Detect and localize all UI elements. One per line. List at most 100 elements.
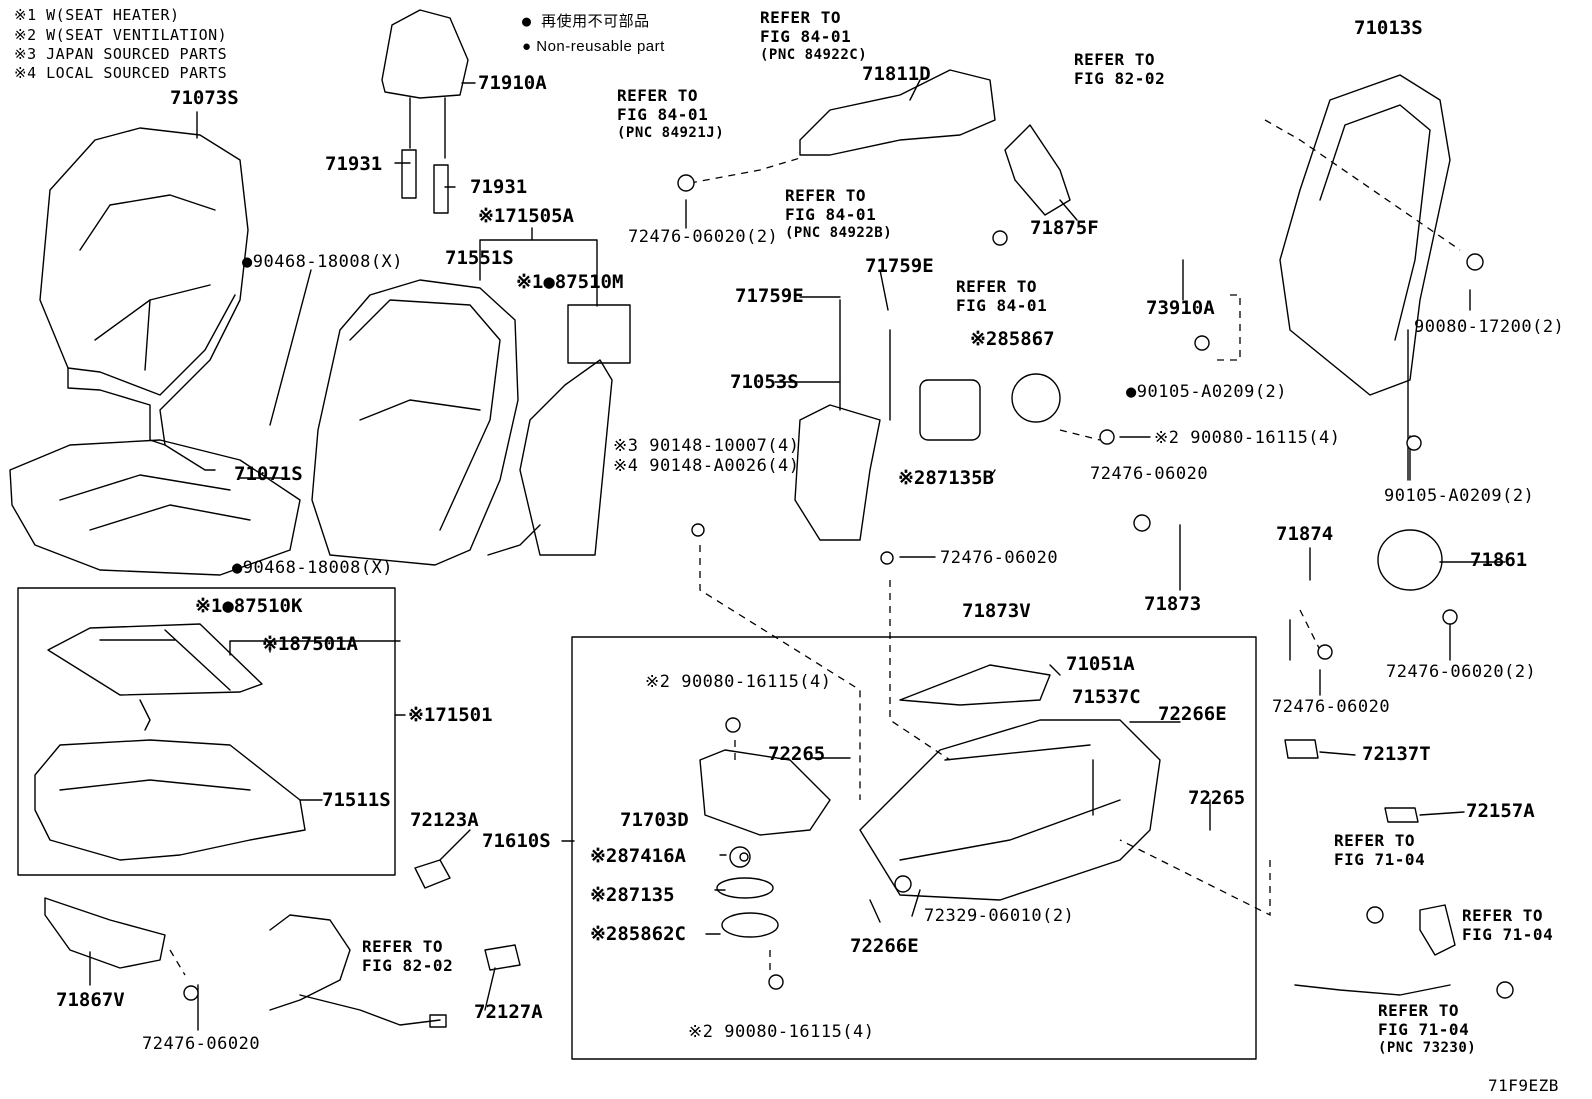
refer-pnc: (PNC 73230) [1378, 1040, 1477, 1056]
part-71053S[interactable]: 71053S [730, 371, 799, 393]
part-90148-b[interactable]: ※4 90148-A0026(4) [613, 456, 800, 476]
refer-line2: FIG 71-04 [1378, 1020, 1470, 1039]
note-4: ※4 LOCAL SOURCED PARTS [14, 64, 228, 82]
refer-line1: REFER TO [1074, 50, 1156, 69]
seat-spring-part [794, 299, 891, 541]
part-71013S[interactable]: 71013S [1354, 17, 1423, 39]
part-72476-06020-2b[interactable]: 72476-06020(2) [1386, 662, 1537, 682]
part-71505A[interactable]: ※171505A [478, 205, 574, 227]
part-90105-a[interactable]: ●90105-A0209(2) [1126, 382, 1288, 402]
clip-72127a [484, 944, 521, 971]
part-90080-16115-b2[interactable]: ※2 90080-16115(4) [688, 1022, 875, 1042]
refer-line1: REFER TO [1462, 906, 1544, 925]
side-cover-part [799, 69, 996, 156]
part-72476-06020-m[interactable]: 72476-06020 [940, 548, 1059, 568]
refer-82-02-top[interactable]: REFER TO FIG 82-02 [1074, 50, 1165, 88]
part-85867[interactable]: ※285867 [970, 328, 1055, 350]
refer-line2: FIG 84-01 [956, 296, 1048, 315]
refer-line1: REFER TO [760, 8, 842, 27]
part-73910A[interactable]: 73910A [1146, 297, 1215, 319]
part-71073S[interactable]: 71073S [170, 87, 239, 109]
refer-73230[interactable]: REFER TO FIG 71-04 (PNC 73230) [1378, 1001, 1476, 1058]
refer-pnc: (PNC 84921J) [617, 125, 725, 141]
part-87416A[interactable]: ※287416A [590, 845, 686, 867]
part-90080-16115-r[interactable]: ※2 90080-16115(4) [1154, 428, 1341, 448]
part-87510M[interactable]: ※1●87510M [516, 271, 624, 293]
part-71867V[interactable]: 71867V [56, 989, 125, 1011]
part-71051A[interactable]: 71051A [1066, 653, 1135, 675]
part-71931-a[interactable]: 71931 [325, 153, 383, 175]
refer-pnc: (PNC 84922C) [760, 47, 868, 63]
cushion-pad-part [34, 739, 306, 861]
seatback-pad-part [311, 279, 519, 566]
part-72265-a[interactable]: 72265 [768, 743, 826, 765]
part-71931-b[interactable]: 71931 [470, 176, 528, 198]
refer-71-04-b[interactable]: REFER TO FIG 71-04 [1462, 906, 1553, 944]
part-71811D[interactable]: 71811D [862, 63, 931, 85]
part-71910A[interactable]: 71910A [478, 72, 547, 94]
part-85862C[interactable]: ※285862C [590, 923, 686, 945]
cushion-cover-part [9, 439, 301, 576]
part-87135[interactable]: ※287135 [590, 884, 675, 906]
part-72157A[interactable]: 72157A [1466, 800, 1535, 822]
part-71610S[interactable]: 71610S [482, 830, 551, 852]
part-72266E-a[interactable]: 72266E [1158, 703, 1227, 725]
part-90468-a[interactable]: ●90468-18008(X) [242, 252, 404, 272]
part-71703D[interactable]: 71703D [620, 809, 689, 831]
part-71873[interactable]: 71873 [1144, 593, 1202, 615]
part-71874[interactable]: 71874 [1276, 523, 1334, 545]
cushion-heater-part [47, 623, 263, 731]
seatback-heater-part [487, 304, 631, 556]
refer-line1: REFER TO [1378, 1001, 1460, 1020]
part-71501[interactable]: ※171501 [408, 704, 493, 726]
clip-72123a [414, 859, 451, 889]
part-87135B[interactable]: ※287135B [898, 467, 994, 489]
refer-line2: FIG 84-01 [785, 205, 877, 224]
part-87501A[interactable]: ※187501A [262, 633, 358, 655]
refer-line2: FIG 71-04 [1334, 850, 1426, 869]
part-90080-17200[interactable]: 90080-17200(2) [1414, 317, 1565, 337]
part-72266E-b[interactable]: 72266E [850, 935, 919, 957]
refer-84922c[interactable]: REFER TO FIG 84-01 (PNC 84922C) [760, 8, 867, 65]
part-72127A[interactable]: 72127A [474, 1001, 543, 1023]
part-72329-06010[interactable]: 72329-06010(2) [924, 906, 1075, 926]
refer-84921j[interactable]: REFER TO FIG 84-01 (PNC 84921J) [617, 86, 724, 143]
refer-84922b[interactable]: REFER TO FIG 84-01 (PNC 84922B) [785, 186, 892, 243]
legend-dot-icon: ● [522, 12, 542, 30]
part-71551S[interactable]: 71551S [445, 247, 514, 269]
part-72123A[interactable]: 72123A [410, 809, 479, 831]
part-71759E-b[interactable]: 71759E [865, 255, 934, 277]
part-71537C[interactable]: 71537C [1072, 686, 1141, 708]
refer-line2: FIG 82-02 [362, 956, 454, 975]
part-71875F[interactable]: 71875F [1030, 217, 1099, 239]
part-72476-06020-r2[interactable]: 72476-06020 [1272, 697, 1391, 717]
adjuster-assembly-frame [571, 636, 1257, 1060]
refer-line2: FIG 82-02 [1074, 69, 1166, 88]
part-71873V[interactable]: 71873V [962, 600, 1031, 622]
seat-adjuster-part [859, 664, 1161, 901]
trim-cover-part [44, 897, 166, 969]
refer-line1: REFER TO [956, 277, 1038, 296]
part-71071S[interactable]: 71071S [234, 463, 303, 485]
part-90468-b[interactable]: ●90468-18008(X) [232, 558, 394, 578]
part-72476-06020-r[interactable]: 72476-06020 [1090, 464, 1209, 484]
refer-84-01[interactable]: REFER TO FIG 84-01 [956, 277, 1047, 315]
refer-71-04-a[interactable]: REFER TO FIG 71-04 [1334, 831, 1425, 869]
refer-pnc: (PNC 84922B) [785, 225, 893, 241]
part-87510K[interactable]: ※1●87510K [195, 595, 303, 617]
refer-82-02-bottom[interactable]: REFER TO FIG 82-02 [362, 937, 453, 975]
part-72265-b[interactable]: 72265 [1188, 787, 1246, 809]
note-3: ※3 JAPAN SOURCED PARTS [14, 45, 228, 63]
part-71759E-a[interactable]: 71759E [735, 285, 804, 307]
part-90148-a[interactable]: ※3 90148-10007(4) [613, 436, 800, 456]
refer-line2: FIG 84-01 [760, 27, 852, 46]
part-90080-16115-b1[interactable]: ※2 90080-16115(4) [645, 672, 832, 692]
part-72476-06020-2a[interactable]: 72476-06020(2) [628, 227, 779, 247]
illustration-code: 71F9EZB [1488, 1076, 1559, 1095]
part-72476-06020-bl[interactable]: 72476-06020 [142, 1034, 261, 1054]
part-90105-b[interactable]: 90105-A0209(2) [1384, 486, 1535, 506]
part-72137T[interactable]: 72137T [1362, 743, 1431, 765]
part-71861[interactable]: 71861 [1470, 549, 1528, 571]
note-2: ※2 W(SEAT VENTILATION) [14, 26, 228, 44]
part-71511S[interactable]: 71511S [322, 789, 391, 811]
